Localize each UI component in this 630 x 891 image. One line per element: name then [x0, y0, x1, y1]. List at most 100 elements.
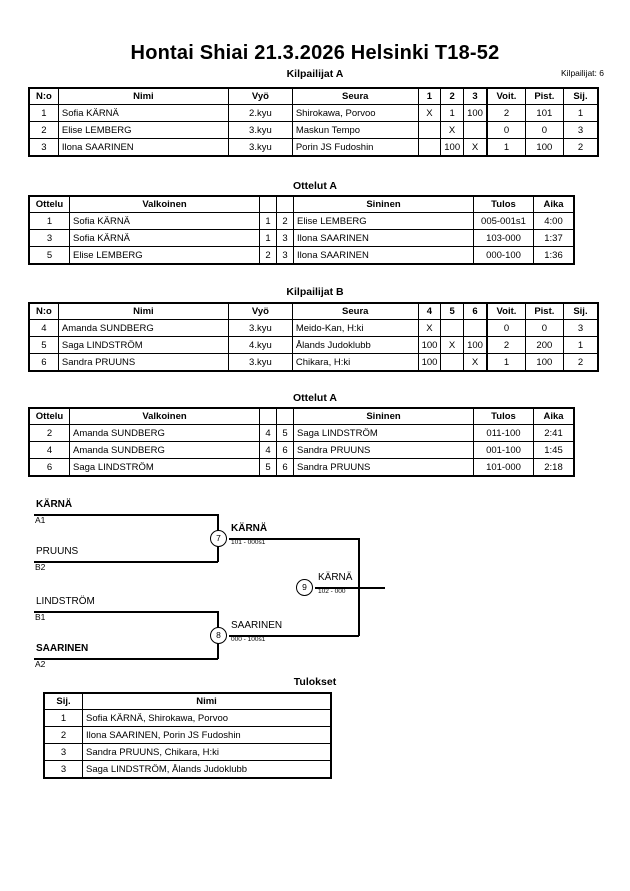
- col-white: Valkoinen: [69, 196, 260, 213]
- cell-white: Saga LINDSTRÖM: [69, 458, 260, 476]
- bracket-line: [34, 514, 218, 516]
- bracket-node-9: 9: [296, 579, 313, 596]
- cell-white-no: 4: [259, 441, 277, 459]
- cell-grid: 1: [440, 104, 464, 122]
- cell-time: 1:36: [533, 246, 574, 264]
- col-wno: [259, 408, 277, 425]
- cell-grid: 100: [417, 336, 442, 354]
- cell-match: 3: [29, 229, 70, 247]
- cell-time: 1:37: [533, 229, 574, 247]
- cell-wins: 1: [486, 353, 526, 371]
- cell-no: 2: [29, 121, 59, 139]
- col-points: Pist.: [524, 303, 564, 320]
- cell-name: Sandra PRUUNS: [57, 353, 229, 371]
- cell-rank: 3: [562, 121, 599, 139]
- table-row: 3 Ilona SAARINEN 3.kyu Porin JS Fudoshin…: [29, 138, 599, 156]
- bracket-node-score: 101 - 000s1: [231, 539, 266, 546]
- cell-blue: Saga LINDSTRÖM: [293, 424, 474, 442]
- cell-match: 2: [29, 424, 70, 442]
- cell-time: 1:45: [533, 441, 574, 459]
- cell-belt: 3.kyu: [227, 138, 293, 156]
- cell-white-no: 4: [259, 424, 277, 442]
- col-bno: [276, 196, 294, 213]
- cell-white: Amanda SUNDBERG: [69, 424, 260, 442]
- col-g4: 4: [417, 303, 442, 320]
- cell-club: Meido-Kan, H:ki: [291, 319, 419, 337]
- table-header-row: Ottelu Valkoinen Sininen Tulos Aika: [29, 196, 574, 213]
- cell-wins: 2: [486, 104, 526, 122]
- col-belt: Vyö: [227, 88, 293, 105]
- col-wins: Voit.: [486, 303, 526, 320]
- cell-name: Sofia KÄRNÄ, Shirokawa, Porvoo: [82, 709, 331, 727]
- cell-wins: 0: [486, 121, 526, 139]
- cell-blue-no: 6: [276, 441, 294, 459]
- table-row: 3 Sofia KÄRNÄ 1 3 Ilona SAARINEN 103-000…: [29, 229, 574, 247]
- cell-match: 5: [29, 246, 70, 264]
- bracket-winner-name: KÄRNÄ: [318, 572, 353, 583]
- table-row: 2 Amanda SUNDBERG 4 5 Saga LINDSTRÖM 011…: [29, 424, 574, 442]
- col-wins: Voit.: [486, 88, 526, 105]
- cell-grid: X: [417, 104, 442, 122]
- cell-result: 011-100: [473, 424, 534, 442]
- bracket-entry-seed: A2: [35, 659, 46, 669]
- table-row: 4 Amanda SUNDBERG 3.kyu Meido-Kan, H:ki …: [29, 319, 599, 337]
- cell-club: Porin JS Fudoshin: [291, 138, 419, 156]
- pool-a-heading: Kilpailijat A: [286, 68, 344, 80]
- cell-grid: X: [462, 353, 488, 371]
- cell-match: 6: [29, 458, 70, 476]
- cell-result: 101-000: [473, 458, 534, 476]
- col-bno: [276, 408, 294, 425]
- elimination-bracket: KÄRNÄ A1 PRUUNS B2 7 KÄRNÄ 101 - 000s1 L…: [0, 493, 630, 678]
- bracket-entry-name: PRUUNS: [36, 546, 79, 557]
- table-header-row: N:o Nimi Vyö Seura 4 5 6 Voit. Pist. Sij…: [29, 303, 599, 320]
- cell-blue-no: 5: [276, 424, 294, 442]
- cell-result: 103-000: [473, 229, 534, 247]
- bracket-node-7: 7: [210, 530, 227, 547]
- cell-time: 4:00: [533, 212, 574, 230]
- cell-club: Ålands Judoklubb: [291, 336, 419, 354]
- cell-name: Saga LINDSTRÖM, Ålands Judoklubb: [82, 760, 331, 778]
- cell-white: Sofia KÄRNÄ: [69, 229, 260, 247]
- col-club: Seura: [291, 88, 419, 105]
- bracket-entry-name: KÄRNÄ: [36, 499, 73, 510]
- cell-points: 100: [524, 138, 564, 156]
- cell-belt: 3.kyu: [227, 353, 293, 371]
- cell-rank: 1: [562, 336, 599, 354]
- col-result: Tulos: [473, 408, 534, 425]
- matches-a-table: Ottelu Valkoinen Sininen Tulos Aika 1 So…: [28, 195, 575, 265]
- table-header-row: N:o Nimi Vyö Seura 1 2 3 Voit. Pist. Sij…: [29, 88, 599, 105]
- cell-grid: [417, 121, 442, 139]
- cell-blue: Sandra PRUUNS: [293, 441, 474, 459]
- col-g5: 5: [440, 303, 464, 320]
- col-rank: Sij.: [562, 303, 599, 320]
- cell-blue: Ilona SAARINEN: [293, 246, 474, 264]
- results-heading: Tulokset: [293, 676, 337, 688]
- matches-b-heading: Ottelut A: [293, 392, 337, 404]
- matches-b-table: Ottelu Valkoinen Sininen Tulos Aika 2 Am…: [28, 407, 575, 477]
- cell-time: 2:41: [533, 424, 574, 442]
- cell-blue-no: 3: [276, 246, 294, 264]
- col-result: Tulos: [473, 196, 534, 213]
- col-points: Pist.: [524, 88, 564, 105]
- col-no: N:o: [29, 88, 59, 105]
- matches-a-heading: Ottelut A: [293, 180, 337, 192]
- bracket-line: [315, 587, 385, 589]
- entrant-count: Kilpailijat: 6: [561, 68, 604, 78]
- bracket-winner-score: 102 - 000: [318, 588, 346, 595]
- col-name: Nimi: [57, 303, 229, 320]
- cell-no: 3: [29, 138, 59, 156]
- col-g2: 2: [440, 88, 464, 105]
- cell-club: Shirokawa, Porvoo: [291, 104, 419, 122]
- col-club: Seura: [291, 303, 419, 320]
- cell-no: 4: [29, 319, 59, 337]
- cell-rank: 3: [562, 319, 599, 337]
- table-row: 2 Ilona SAARINEN, Porin JS Fudoshin: [44, 726, 331, 744]
- table-row: 5 Saga LINDSTRÖM 4.kyu Ålands Judoklubb …: [29, 336, 599, 354]
- cell-points: 101: [524, 104, 564, 122]
- cell-grid: X: [440, 336, 464, 354]
- cell-belt: 3.kyu: [227, 319, 293, 337]
- bracket-line: [34, 658, 218, 660]
- cell-white-no: 1: [259, 229, 277, 247]
- cell-grid: 100: [440, 138, 464, 156]
- cell-grid: [462, 319, 488, 337]
